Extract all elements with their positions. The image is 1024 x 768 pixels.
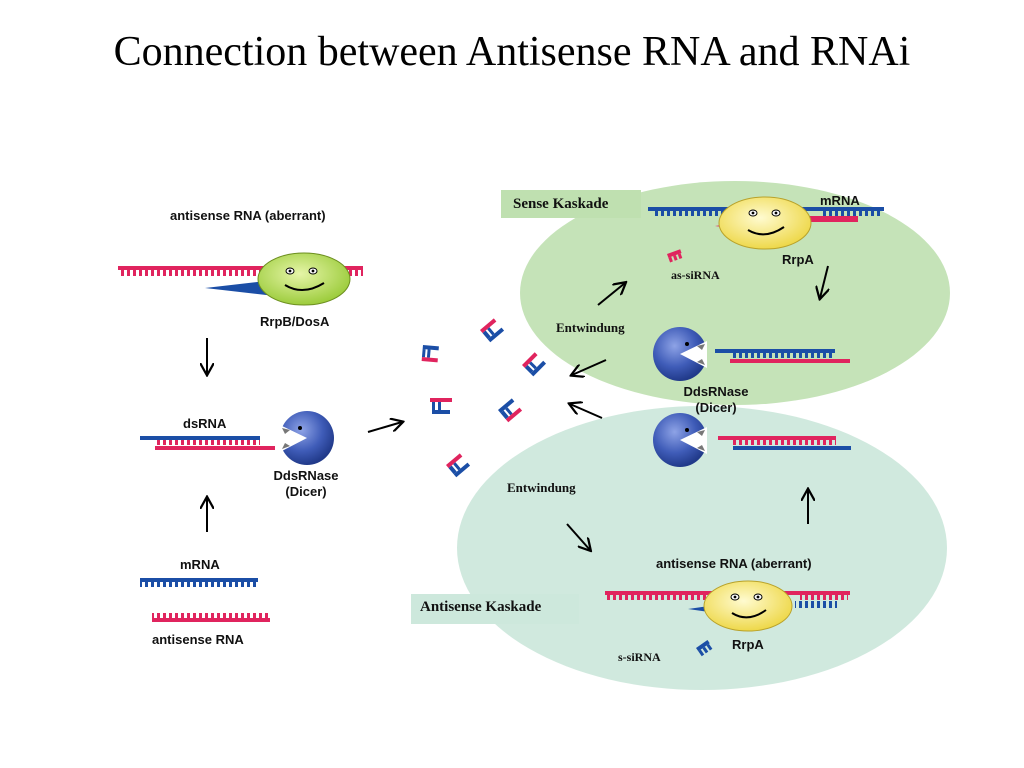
left-antisense-aberrant-label: antisense RNA (aberrant) (170, 208, 326, 223)
antisense-rrpa-label: RrpA (732, 637, 764, 652)
arrow-up-sense-entwindung (597, 283, 625, 306)
sirna-fragment-2 (421, 345, 439, 363)
sirna-fragment-1 (480, 318, 505, 343)
antisense-entwindung-label: Entwindung (507, 480, 576, 495)
sense-entwindung-label: Entwindung (556, 320, 625, 335)
arrow-down-sense (820, 265, 828, 298)
left-mrna-strand (140, 578, 258, 587)
sense-rrpa-enzyme-icon (718, 196, 812, 250)
left-mrna-label: mRNA (180, 557, 220, 572)
antisense-rrpa-enzyme-icon (703, 580, 793, 632)
left-dsrna-label: dsRNA (183, 416, 227, 431)
left-dicer-label-1: DdsRNase (273, 468, 339, 483)
antisense-dicer-icon (653, 413, 707, 467)
as-sirna-fragment (667, 249, 683, 263)
sirna-fragment-5 (498, 398, 523, 423)
s-sirna-label: s-siRNA (618, 650, 661, 664)
left-dicer-icon (280, 411, 334, 465)
sense-dicer-icon (653, 327, 707, 381)
sense-cascade-label-box (501, 190, 641, 218)
sense-cascade-title: Sense Kaskade (513, 196, 609, 212)
left-dicer-label-2: (Dicer) (285, 484, 327, 499)
antisense-cascade-ellipse (457, 406, 947, 690)
arrow-left-from-sense-dicer (572, 359, 607, 375)
sense-dicer-label-2: (Dicer) (695, 400, 737, 415)
antisense-dsrna-strands (718, 436, 851, 450)
rrpb-dosa-enzyme-icon (257, 252, 351, 306)
arrow-left-from-antisense-dicer (570, 404, 603, 419)
sirna-fragment-3 (522, 352, 547, 377)
left-antisense-label: antisense RNA (152, 632, 244, 647)
left-antisense-strand (152, 613, 270, 622)
antisense-cascade-label-box (411, 594, 579, 624)
arrow-right-center (367, 422, 402, 433)
sense-mrna-label: mRNA (820, 193, 860, 208)
antisense-cascade-title: Antisense Kaskade (420, 599, 542, 615)
arrow-down-antisense-entwindung (566, 523, 590, 550)
rrpb-dosa-label: RrpB/DosA (260, 314, 330, 329)
antisense-aberrant-label: antisense RNA (aberrant) (656, 556, 812, 571)
as-sirna-label: as-siRNA (671, 268, 720, 282)
sense-cascade-ellipse (520, 181, 950, 405)
sense-dicer-label-1: DdsRNase (683, 384, 749, 399)
s-sirna-fragment (696, 639, 713, 657)
sense-rrpa-label: RrpA (782, 252, 814, 267)
page-title: Connection between Antisense RNA and RNA… (113, 29, 911, 75)
sirna-fragment-4 (430, 398, 452, 414)
sense-dsrna-strands (715, 349, 850, 363)
left-dsrna-strands (140, 436, 275, 450)
sirna-fragment-6 (446, 453, 471, 478)
